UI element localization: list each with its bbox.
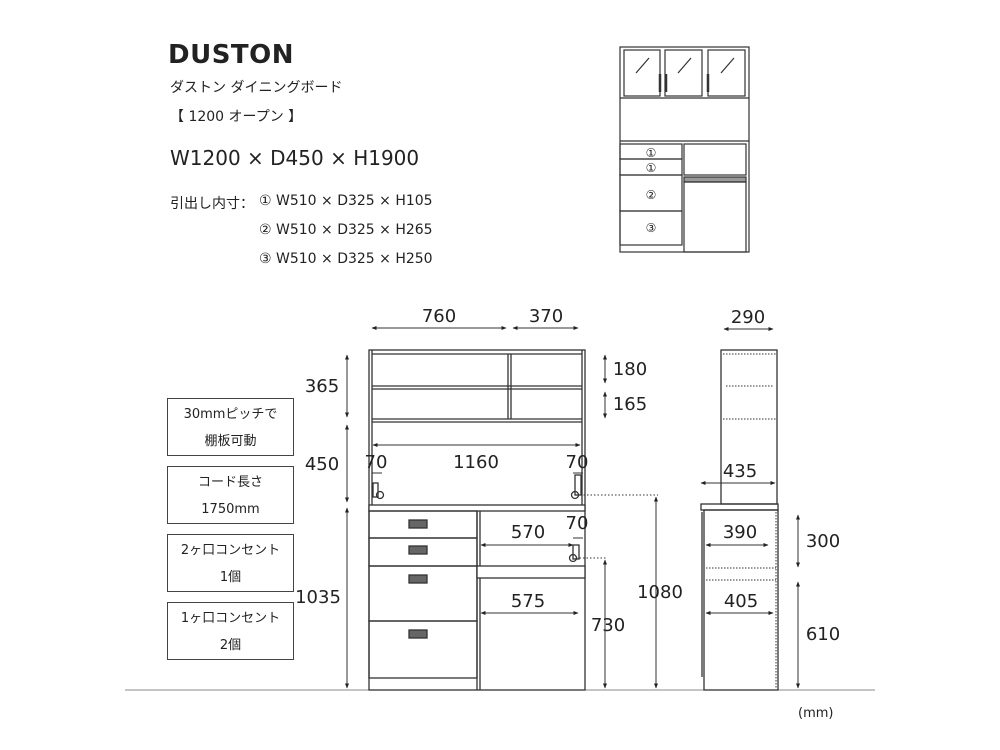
dim-outlet-lower: 70 [566,513,589,534]
dim-counter-depth: 435 [723,461,757,482]
drawer-dim-row: ③ W510 × D325 × H250 [259,251,433,267]
dim-outlet-height-lower: 730 [591,615,625,636]
note-line: コード長さ [197,475,263,490]
dim-hutch-height: 365 [305,376,339,397]
note-line: 2ヶ口コンセント [180,543,281,558]
note-line: 1ヶ口コンセント [180,611,281,626]
thumbnail-marker: ③ [646,221,657,235]
note-line: 1個 [219,570,242,585]
unit-label: (mm) [798,706,834,721]
product-variant: 【 1200 オープン 】 [170,109,303,125]
note-shelf-pitch: 30mmピッチで棚板可動 [167,398,294,456]
dim-lower-niche-width: 575 [511,591,545,612]
dim-shelf-lower: 165 [613,394,647,415]
drawer-dim-row: ② W510 × D325 × H265 [259,222,433,238]
note-line: 棚板可動 [204,434,257,449]
thumbnail-marker: ① [646,146,657,160]
dim-outlet-right: 70 [566,452,589,473]
dim-outlet-left: 70 [365,452,388,473]
note-cord-length: コード長さ 1750mm [167,466,294,524]
dim-lower-niche-height: 610 [806,624,840,645]
product-title: DUSTON [168,40,295,70]
dim-lower-niche-depth: 405 [724,591,758,612]
dim-width-right: 370 [529,306,563,327]
product-subtitle: ダストン ダイニングボード [170,80,343,96]
dim-outlet-height-upper: 1080 [637,582,683,603]
note-double-outlet: 2ヶ口コンセント 1個 [167,534,294,592]
side-view [700,349,779,691]
front-view [368,349,586,691]
note-line: 30mmピッチで [183,407,278,422]
dim-gap-height: 450 [305,454,339,475]
drawer-dims-label: 引出し内寸： [170,196,254,212]
dimension-lines [345,326,658,689]
dim-upper-niche-width: 570 [511,522,545,543]
note-line: 1750mm [201,502,260,517]
note-single-outlet: 1ヶ口コンセント 2個 [167,602,294,660]
overall-size: W1200 × D450 × H1900 [170,146,420,170]
dim-hutch-depth: 290 [731,307,765,328]
dim-base-height: 1035 [295,587,341,608]
thumbnail-marker: ② [646,188,657,202]
thumbnail-view [619,46,750,253]
note-line: 2個 [219,638,242,653]
thumbnail-marker: ① [646,161,657,175]
dim-width-left: 760 [422,306,456,327]
dim-upper-niche-height: 300 [806,531,840,552]
dim-inner-width: 1160 [453,452,499,473]
drawer-dim-row: ① W510 × D325 × H105 [259,193,433,209]
dim-upper-niche-depth: 390 [723,522,757,543]
dim-shelf-upper: 180 [613,359,647,380]
